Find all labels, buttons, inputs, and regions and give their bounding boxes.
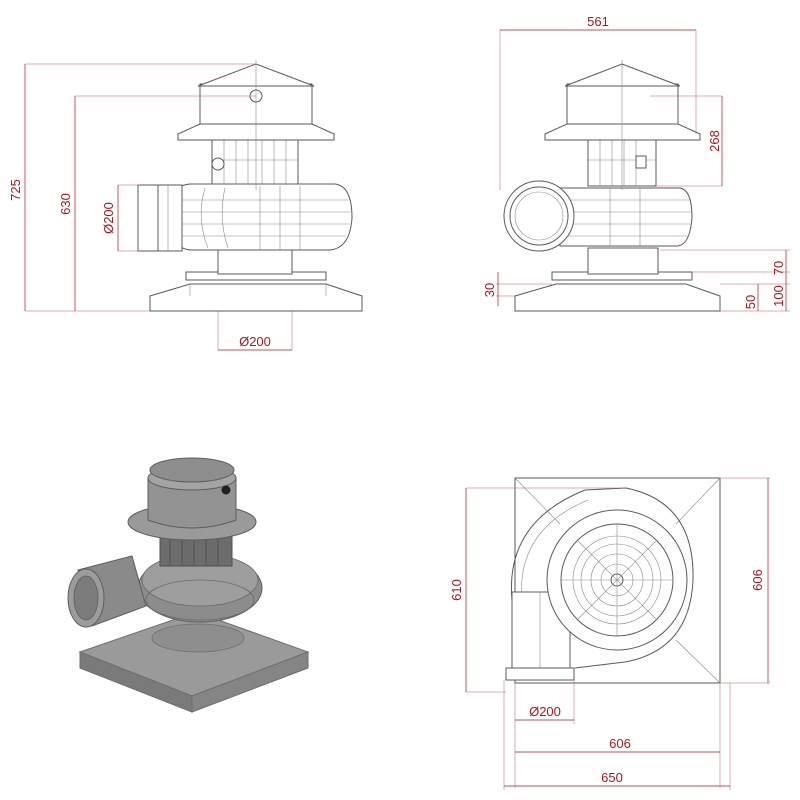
dim-top-width-606: 606 <box>609 736 631 751</box>
dim-side-width: 561 <box>587 14 609 29</box>
dim-front-inlet-diameter: Ø200 <box>101 202 116 234</box>
front-view <box>137 60 363 312</box>
fan-3d-render <box>67 457 310 713</box>
dim-front-height-total: 725 <box>8 179 23 201</box>
dim-top-depth-610: 610 <box>449 579 464 601</box>
front-view-dimensions: 725 630 Ø200 Ø200 <box>8 63 293 351</box>
dim-side-motor-height: 268 <box>707 130 722 152</box>
dim-front-outlet-diameter: Ø200 <box>239 334 271 349</box>
dim-side-100: 100 <box>771 285 786 307</box>
dim-top-width-650: 650 <box>601 770 623 785</box>
top-view-dimensions: 610 606 Ø200 606 650 <box>449 477 770 790</box>
dim-side-30: 30 <box>482 283 497 297</box>
dim-top-depth-606: 606 <box>750 569 765 591</box>
dim-front-height-body: 630 <box>58 193 73 215</box>
top-view <box>505 477 721 684</box>
hood-port-icon <box>221 485 231 495</box>
dim-side-70: 70 <box>771 261 786 275</box>
side-view <box>503 60 721 312</box>
dim-side-50: 50 <box>743 295 758 309</box>
dim-top-inlet-diameter: Ø200 <box>529 704 561 719</box>
side-view-dimensions: 561 268 70 100 50 30 <box>482 14 790 312</box>
